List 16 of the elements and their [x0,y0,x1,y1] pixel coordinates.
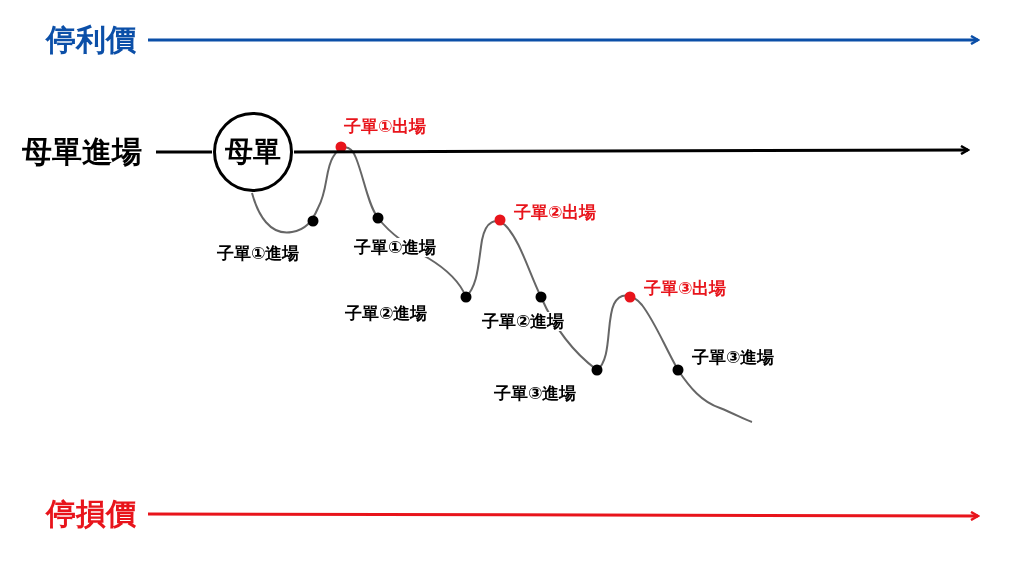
entry-label: 子單③進場 [690,348,777,367]
entry-label: 子單②進場 [343,304,430,323]
arrow [294,144,970,156]
entry-label: 子單②進場 [480,312,567,331]
exit-label: 子單②出場 [512,203,599,222]
exit-label: 子單①出場 [342,117,429,136]
line-label: 停利價 [38,22,144,58]
entry-label: 子單③進場 [492,384,579,403]
exit-label: 子單③出場 [642,279,729,298]
order-circle: 母單 [213,112,293,192]
line-label: 停損價 [38,496,144,532]
entry-label: 子單①進場 [215,244,302,263]
line-label: 母單進場 [12,134,152,170]
entry-label: 子單①進場 [352,238,439,257]
arrow [148,34,980,46]
arrow [148,510,980,522]
